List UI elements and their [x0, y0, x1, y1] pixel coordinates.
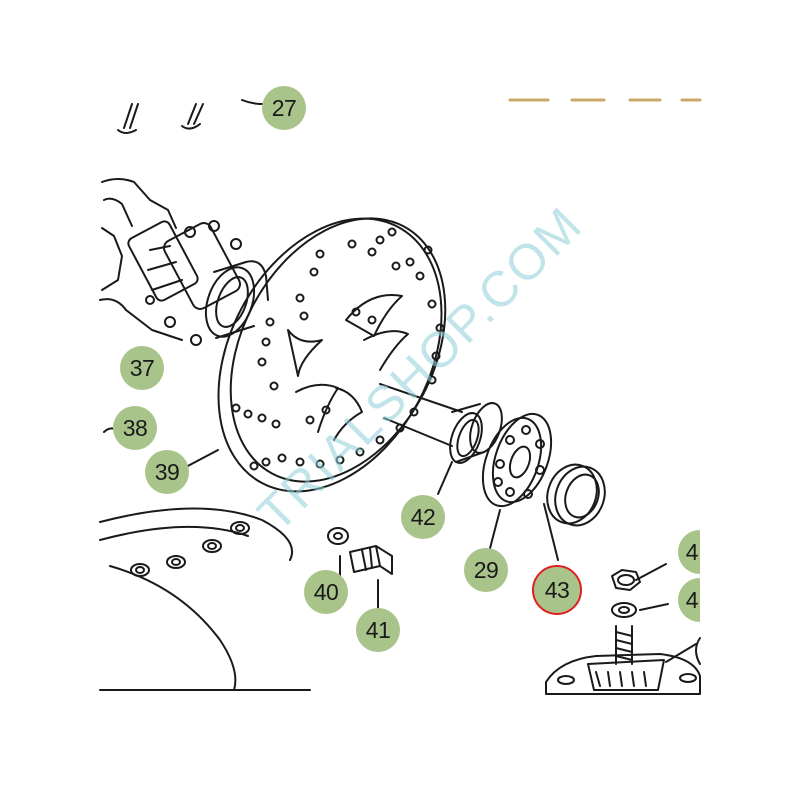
callout-label: 37 — [129, 354, 155, 381]
callout-4-clipped-upper[interactable]: 4 — [678, 530, 700, 574]
callout-label: 4 — [685, 538, 699, 565]
callout-label: 27 — [271, 94, 297, 121]
callout-42[interactable]: 42 — [401, 495, 445, 539]
callout-39[interactable]: 39 — [145, 450, 189, 494]
callout-label: 38 — [122, 414, 148, 441]
callout-41[interactable]: 41 — [356, 608, 400, 652]
callout-label: 41 — [365, 616, 391, 643]
callout-label: 42 — [410, 503, 436, 530]
callout-4-clipped-lower[interactable]: 4 — [678, 578, 700, 622]
callout-40[interactable]: 40 — [304, 570, 348, 614]
callout-label: 40 — [313, 578, 339, 605]
callout-label: 29 — [473, 556, 499, 583]
callout-38[interactable]: 38 — [113, 406, 157, 450]
callout-label: 4 — [685, 586, 699, 613]
callout-27[interactable]: 27 — [262, 86, 306, 130]
callout-43-selected[interactable]: 43 — [532, 565, 582, 615]
callout-label: 39 — [154, 458, 180, 485]
callout-29[interactable]: 29 — [464, 548, 508, 592]
callout-label: 43 — [544, 576, 570, 603]
callout-37[interactable]: 37 — [120, 346, 164, 390]
